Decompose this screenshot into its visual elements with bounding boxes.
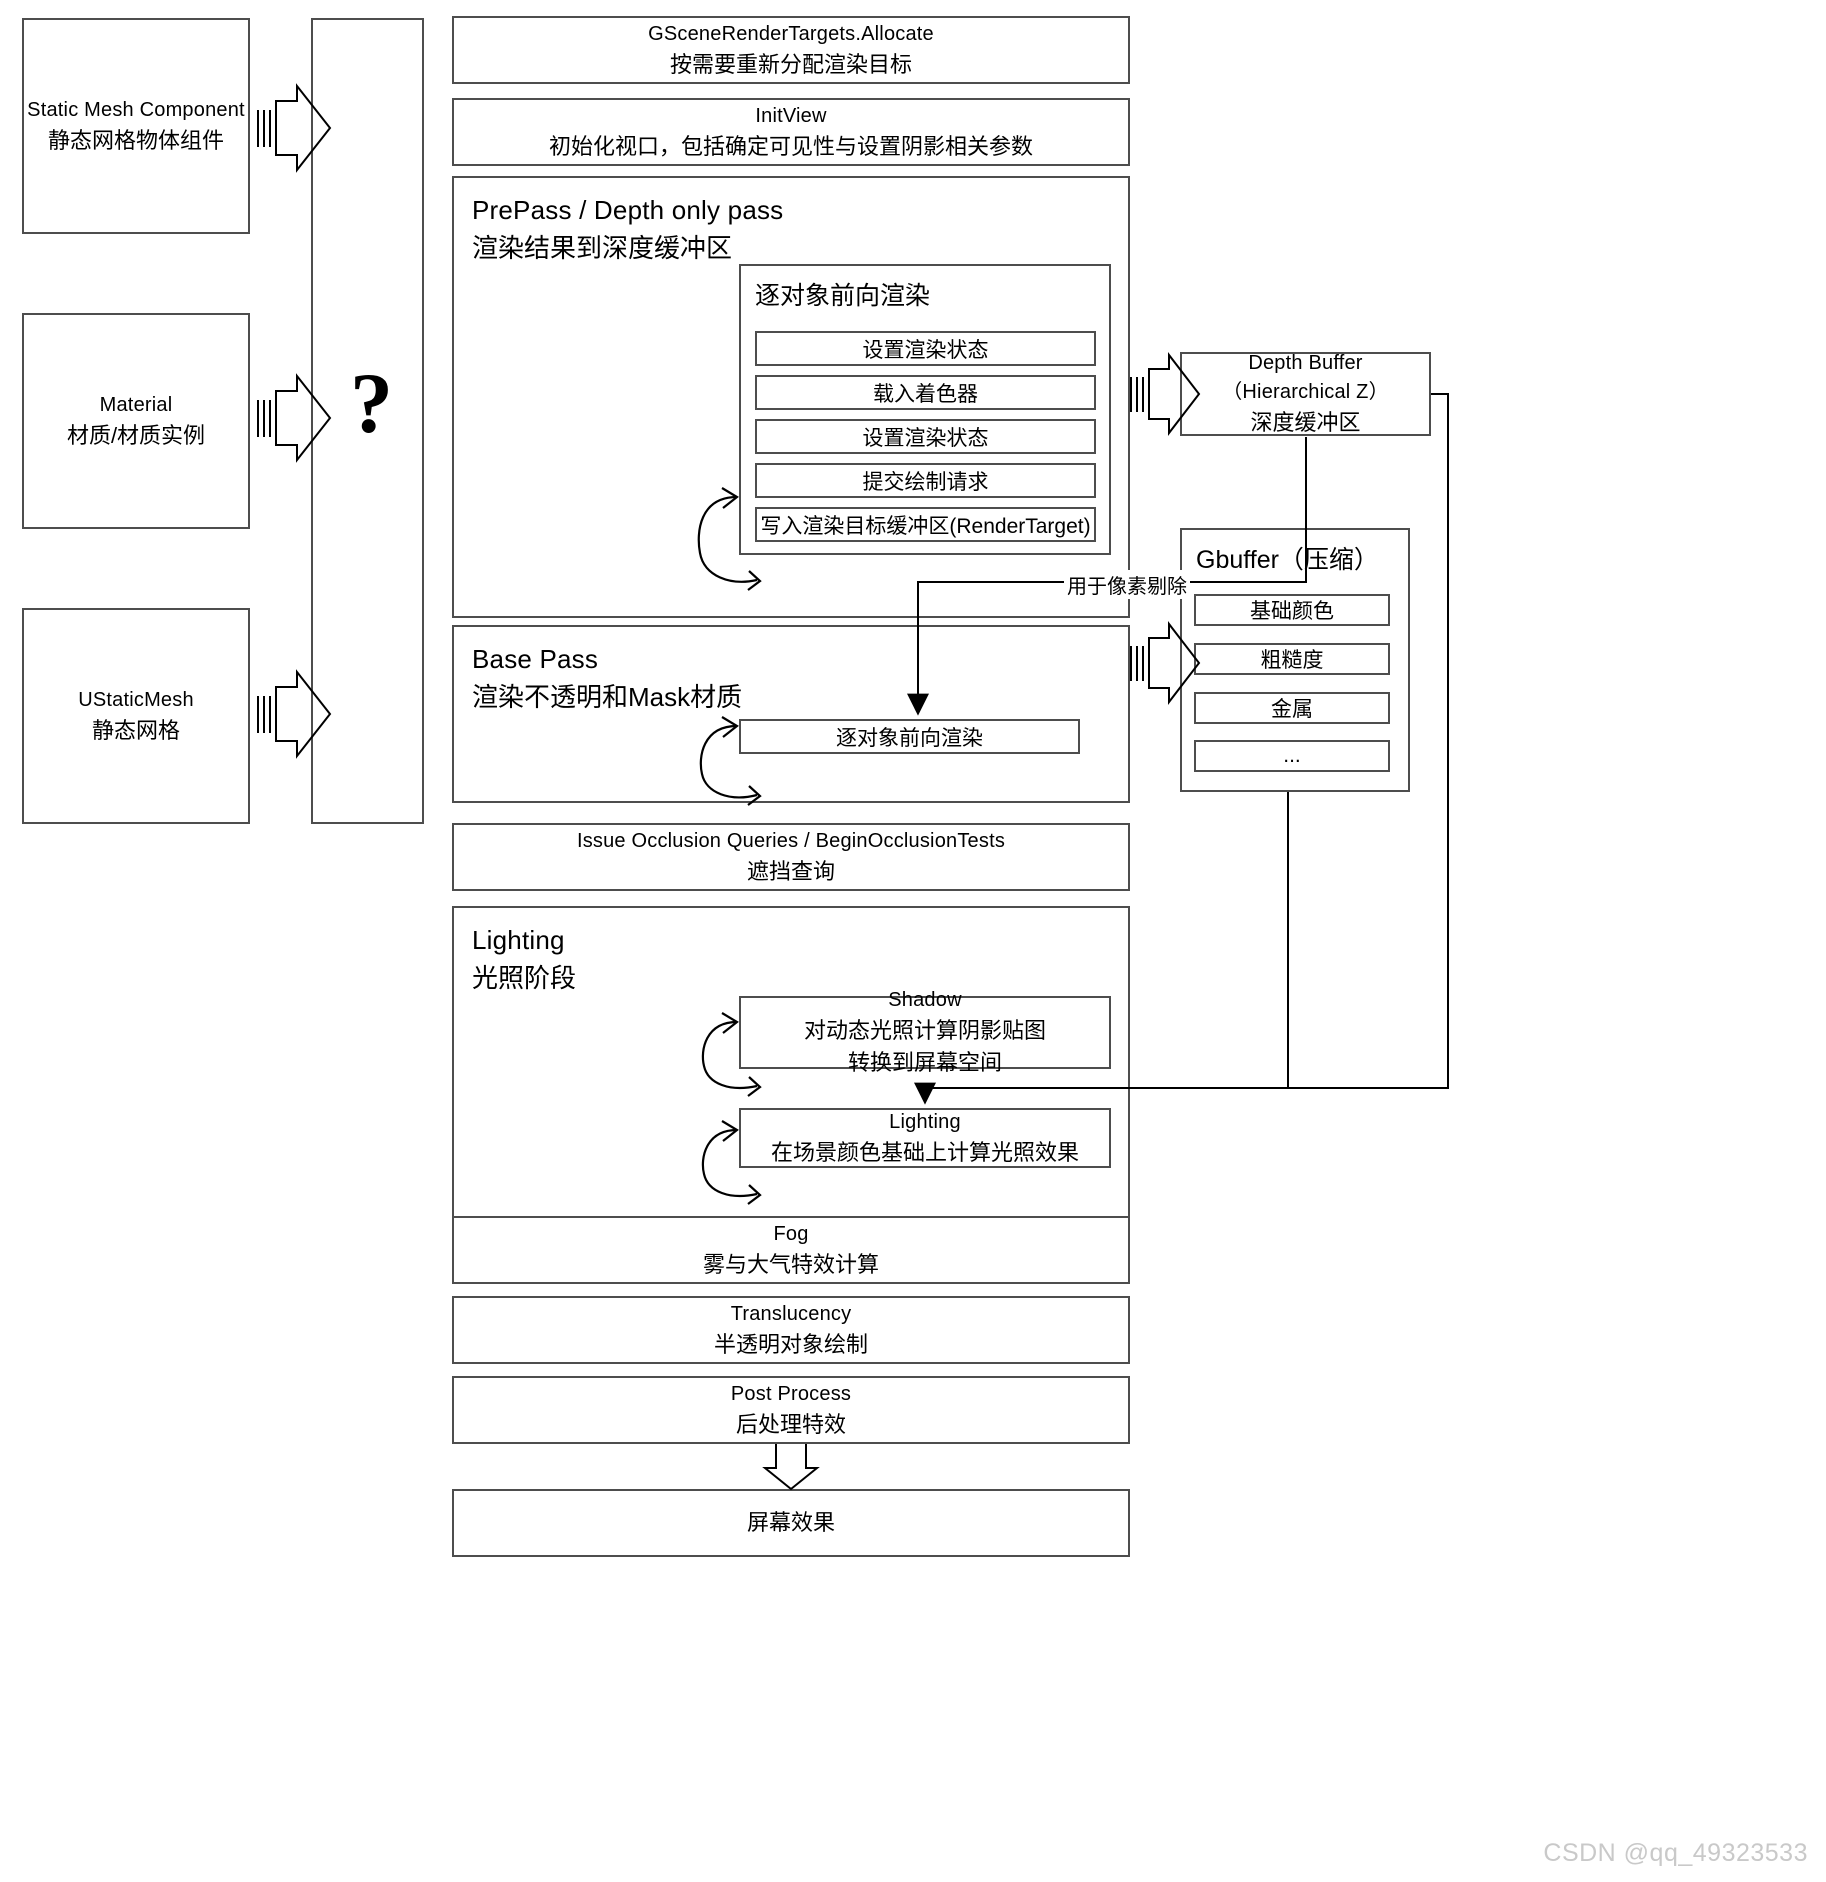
pipeline-label-en: Fog bbox=[773, 1222, 809, 1245]
input-label-cn: 静态网格 bbox=[91, 717, 180, 743]
pipeline-label-cn: 后处理特效 bbox=[735, 1411, 846, 1437]
shadow-label-cn-1: 对动态光照计算阴影贴图 bbox=[803, 1018, 1046, 1044]
lighting-label-en: Lighting bbox=[889, 1110, 961, 1133]
pipeline-label-cn: 渲染不透明和Mask材质 bbox=[472, 681, 743, 712]
input-box-ustaticmesh[interactable]: UStaticMesh 静态网格 bbox=[22, 608, 250, 824]
lighting-label-cn: 在场景颜色基础上计算光照效果 bbox=[770, 1139, 1079, 1165]
pipeline-label-cn: 半透明对象绘制 bbox=[713, 1331, 868, 1357]
prepass-step-submit-draw-call[interactable]: 提交绘制请求 bbox=[755, 463, 1096, 498]
pipeline-box-gscenerendertargets-allocate[interactable]: GSceneRenderTargets.Allocate 按需要重新分配渲染目标 bbox=[452, 16, 1130, 84]
input-label-cn: 材质/材质实例 bbox=[66, 422, 206, 448]
shadow-label-en: Shadow bbox=[888, 989, 962, 1012]
input-label-en: UStaticMesh bbox=[78, 688, 194, 711]
lighting-step-shadow[interactable]: Shadow 对动态光照计算阴影贴图 转换到屏幕空间 bbox=[739, 989, 1111, 1075]
input-box-material[interactable]: Material 材质/材质实例 bbox=[22, 313, 250, 529]
pipeline-box-post-process[interactable]: Post Process 后处理特效 bbox=[452, 1376, 1130, 1444]
pipeline-box-fog[interactable]: Fog 雾与大气特效计算 bbox=[452, 1216, 1130, 1284]
pipeline-label-cn: 初始化视口，包括确定可见性与设置阴影相关参数 bbox=[548, 133, 1033, 159]
prepass-step-load-shader[interactable]: 载入着色器 bbox=[755, 375, 1096, 410]
input-box-static-mesh-component[interactable]: Static Mesh Component 静态网格物体组件 bbox=[22, 18, 250, 234]
pipeline-box-screen-output[interactable]: 屏幕效果 bbox=[452, 1489, 1130, 1557]
gbuffer-item-roughness[interactable]: 粗糙度 bbox=[1194, 643, 1390, 675]
prepass-step-set-render-state-1[interactable]: 设置渲染状态 bbox=[755, 331, 1096, 366]
depth-buffer-box[interactable]: Depth Buffer （Hierarchical Z） 深度缓冲区 bbox=[1180, 352, 1431, 436]
pipeline-label-cn: 按需要重新分配渲染目标 bbox=[669, 51, 912, 77]
prepass-step-write-render-target[interactable]: 写入渲染目标缓冲区(RenderTarget) bbox=[755, 507, 1096, 542]
pipeline-label-en: Lighting bbox=[472, 925, 565, 955]
pipeline-label-en: Issue Occlusion Queries / BeginOcclusion… bbox=[576, 829, 1006, 852]
watermark-label: CSDN @qq_49323533 bbox=[1543, 1839, 1808, 1867]
pipeline-label-en: Base Pass bbox=[472, 644, 599, 674]
gbuffer-item-base-color[interactable]: 基础颜色 bbox=[1194, 594, 1390, 626]
pipeline-label-cn: 渲染结果到深度缓冲区 bbox=[472, 232, 733, 263]
depth-buffer-label-paren: （Hierarchical Z） bbox=[1222, 381, 1389, 404]
prepass-step-set-render-state-2[interactable]: 设置渲染状态 bbox=[755, 419, 1096, 454]
depth-buffer-label-cn: 深度缓冲区 bbox=[1250, 410, 1361, 436]
pipeline-box-base-pass[interactable]: Base Pass 渲染不透明和Mask材质 bbox=[452, 625, 1130, 803]
pipeline-label-cn: 遮挡查询 bbox=[746, 858, 835, 884]
pipeline-label-cn: 雾与大气特效计算 bbox=[702, 1251, 879, 1277]
input-label-en: Material bbox=[99, 393, 173, 416]
shadow-label-cn-2: 转换到屏幕空间 bbox=[847, 1050, 1002, 1075]
question-mark-label: ? bbox=[350, 355, 393, 451]
pipeline-label-en: Post Process bbox=[730, 1382, 852, 1405]
pipeline-label-en: Translucency bbox=[730, 1302, 852, 1325]
input-label-cn: 静态网格物体组件 bbox=[47, 127, 224, 153]
pipeline-label-cn: 光照阶段 bbox=[472, 962, 577, 993]
pipeline-box-initview[interactable]: InitView 初始化视口，包括确定可见性与设置阴影相关参数 bbox=[452, 98, 1130, 166]
block-arrow-postprocess-to-screen bbox=[762, 1444, 820, 1491]
gbuffer-title: Gbuffer（压缩） bbox=[1196, 546, 1379, 574]
gbuffer-item-more[interactable]: ... bbox=[1194, 740, 1390, 772]
pipeline-label-en: GSceneRenderTargets.Allocate bbox=[648, 22, 934, 45]
lighting-step-lighting[interactable]: Lighting 在场景颜色基础上计算光照效果 bbox=[739, 1108, 1111, 1168]
gbuffer-item-metallic[interactable]: 金属 bbox=[1194, 692, 1390, 724]
edge-label-pixel-cull: 用于像素剔除 bbox=[1064, 570, 1190, 599]
pipeline-box-translucency[interactable]: Translucency 半透明对象绘制 bbox=[452, 1296, 1130, 1364]
pipeline-label-en: PrePass / Depth only pass bbox=[472, 195, 784, 225]
input-label-en: Static Mesh Component bbox=[27, 98, 245, 121]
screen-output-label-cn: 屏幕效果 bbox=[746, 1510, 835, 1536]
prepass-inner-title: 逐对象前向渲染 bbox=[755, 282, 931, 310]
pipeline-box-occlusion-queries[interactable]: Issue Occlusion Queries / BeginOcclusion… bbox=[452, 823, 1130, 891]
pipeline-label-en: InitView bbox=[755, 104, 827, 127]
depth-buffer-label-en: Depth Buffer bbox=[1248, 352, 1363, 375]
basepass-step-per-object-forward-render[interactable]: 逐对象前向渲染 bbox=[739, 719, 1080, 754]
